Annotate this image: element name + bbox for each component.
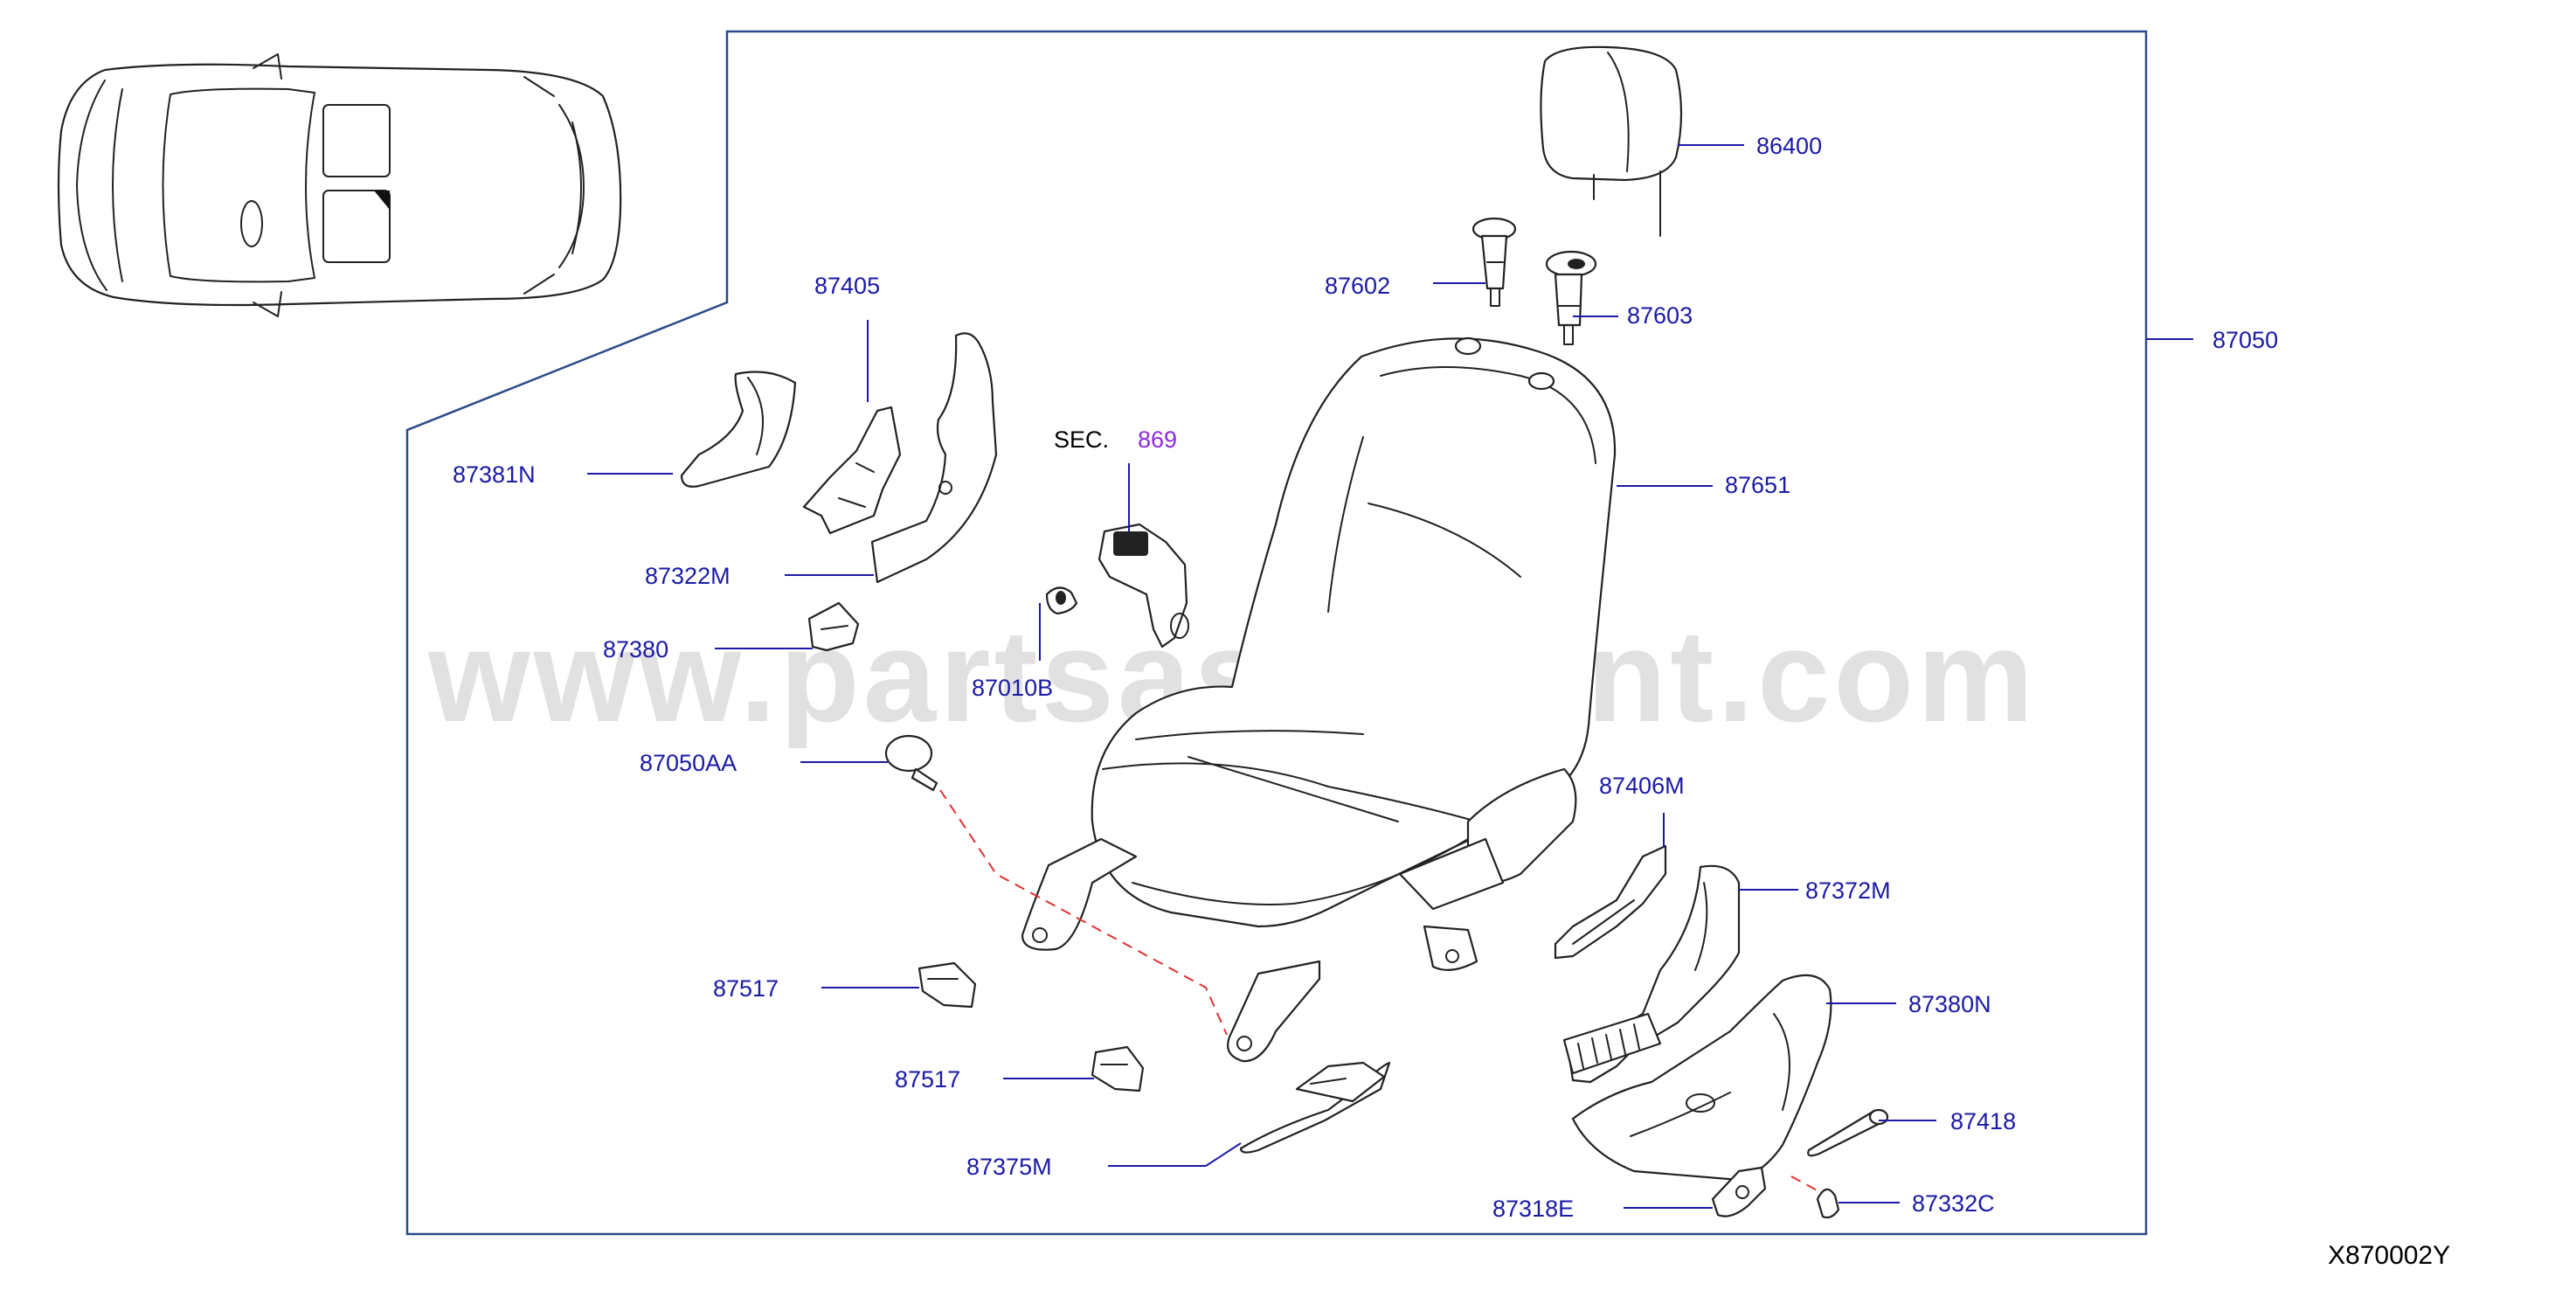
trim-87322M bbox=[870, 332, 998, 584]
trim-87381N bbox=[680, 371, 797, 488]
headrest bbox=[1540, 45, 1683, 237]
label-86400[interactable]: 86400 bbox=[1756, 133, 1822, 159]
rail-cover-87375M bbox=[1239, 1061, 1391, 1154]
assembly-path bbox=[939, 789, 1228, 1036]
label-87405[interactable]: 87405 bbox=[814, 273, 880, 299]
label-87418[interactable]: 87418 bbox=[1950, 1108, 2016, 1134]
trim-87405 bbox=[802, 406, 902, 535]
knob-87318E bbox=[1711, 1166, 1767, 1217]
clip-87050AA bbox=[884, 734, 938, 792]
label-87380N[interactable]: 87380N bbox=[1908, 991, 1991, 1017]
trim-87380N bbox=[1571, 974, 1832, 1182]
vehicle-top-view bbox=[57, 53, 622, 317]
label-87517-b[interactable]: 87517 bbox=[895, 1066, 960, 1092]
label-87381N[interactable]: 87381N bbox=[453, 461, 536, 488]
bracket-87380 bbox=[807, 601, 860, 652]
lever-87418 bbox=[1807, 1108, 1889, 1157]
grille-87372M bbox=[1562, 1012, 1662, 1075]
label-87380[interactable]: 87380 bbox=[603, 636, 668, 662]
section-ref-prefix: SEC. bbox=[1054, 427, 1109, 453]
label-87602[interactable]: 87602 bbox=[1325, 273, 1390, 299]
seat-assembly bbox=[1021, 336, 1617, 1063]
label-87318E[interactable]: 87318E bbox=[1492, 1196, 1574, 1222]
trim-87372M bbox=[1568, 864, 1741, 1084]
headrest-guide-87602 bbox=[1472, 217, 1517, 307]
nut-87010B bbox=[1045, 586, 1078, 615]
leader-lines bbox=[587, 144, 2193, 1209]
section-ref-link[interactable]: 869 bbox=[1138, 427, 1177, 453]
headrest-guide-87603 bbox=[1545, 250, 1597, 345]
label-87050AA[interactable]: 87050AA bbox=[640, 750, 737, 776]
trim-87406M bbox=[1554, 844, 1667, 960]
cap-87332C bbox=[1816, 1188, 1840, 1219]
label-87010B[interactable]: 87010B bbox=[972, 675, 1053, 701]
label-87603[interactable]: 87603 bbox=[1627, 302, 1693, 329]
label-87322M[interactable]: 87322M bbox=[645, 563, 731, 589]
diagram-id: X870002Y bbox=[2328, 1241, 2450, 1270]
clip-87517-b bbox=[1091, 1045, 1145, 1092]
label-87651[interactable]: 87651 bbox=[1725, 472, 1790, 498]
label-87375M[interactable]: 87375M bbox=[966, 1154, 1052, 1180]
label-87372M[interactable]: 87372M bbox=[1805, 877, 1891, 904]
clip-87517-a bbox=[918, 961, 977, 1009]
label-87406M[interactable]: 87406M bbox=[1599, 773, 1685, 799]
seat-belt-buckle bbox=[1098, 523, 1189, 648]
label-87517-a[interactable]: 87517 bbox=[713, 975, 779, 1002]
assembly-frame bbox=[405, 30, 2148, 1236]
label-87050[interactable]: 87050 bbox=[2212, 327, 2278, 353]
label-87332C[interactable]: 87332C bbox=[1912, 1190, 1995, 1217]
